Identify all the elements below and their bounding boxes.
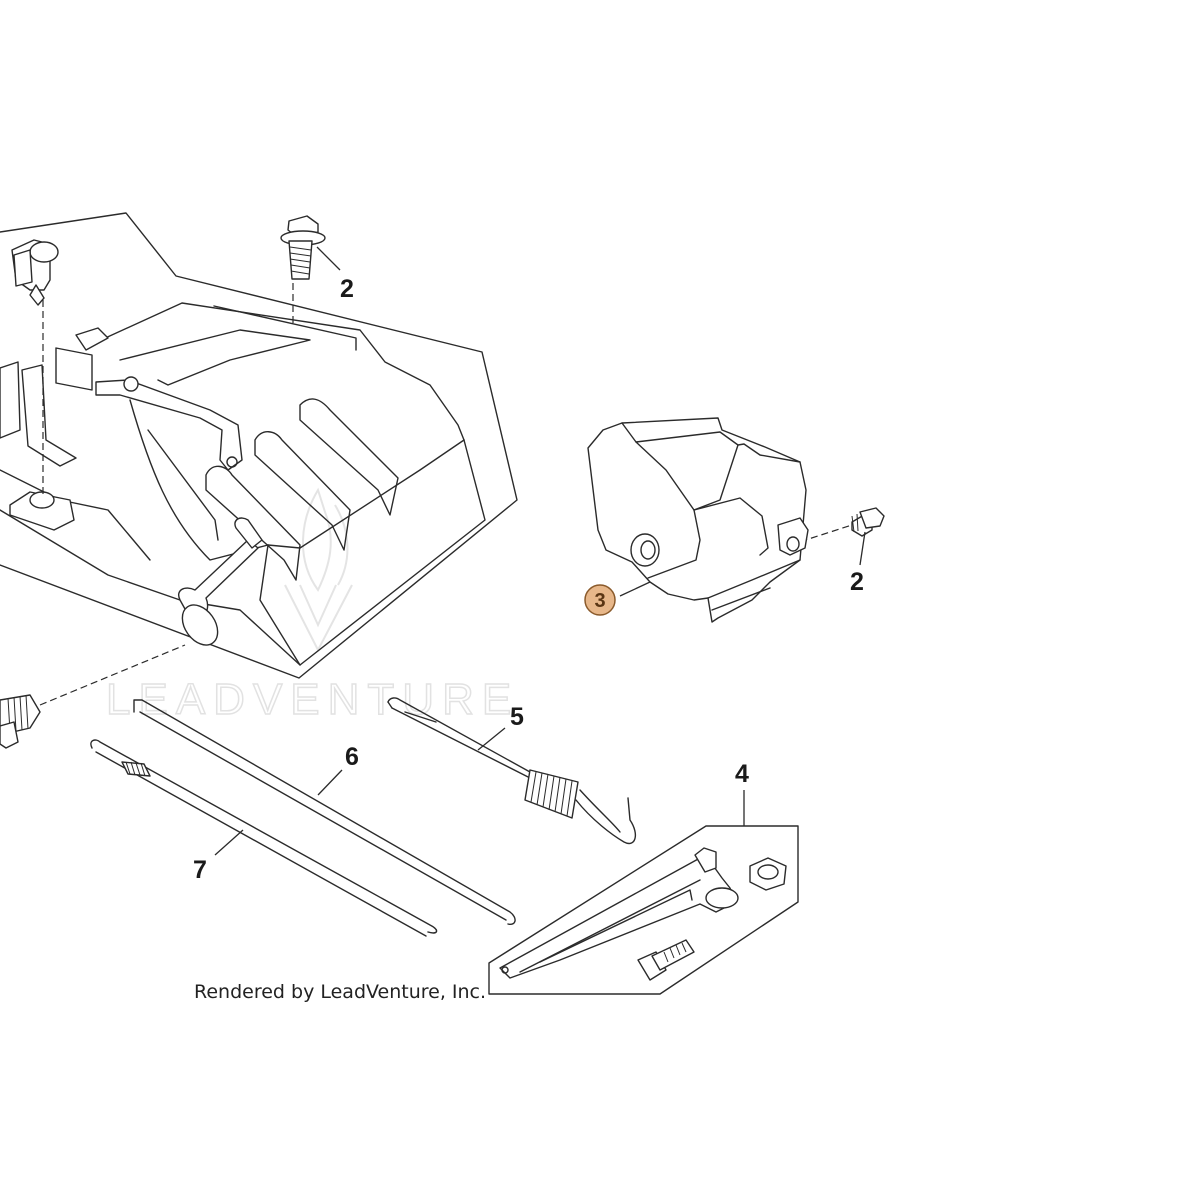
- callout-3[interactable]: 3: [584, 581, 651, 616]
- callout-number: 2: [340, 275, 354, 303]
- spring-rod: [387, 697, 637, 845]
- render-credit: Rendered by LeadVenture, Inc.: [194, 981, 486, 1003]
- watermark: LEADVENTURE: [105, 487, 519, 725]
- callout-number: 4: [735, 760, 749, 788]
- brake-arm-kit: [488, 825, 799, 995]
- callout-4: 4: [735, 760, 749, 826]
- callout-2-top: 2: [316, 246, 354, 303]
- callout-6: 6: [317, 743, 359, 796]
- callout-number: 6: [345, 743, 359, 771]
- assembly-line-pivot: [39, 644, 186, 706]
- highlight-badge[interactable]: [584, 584, 616, 616]
- deflector-cover: [587, 417, 809, 623]
- watermark-text: LEADVENTURE: [106, 675, 519, 724]
- callout-number: 2: [850, 568, 864, 596]
- deck-housing: [0, 212, 518, 679]
- callout-number: 5: [510, 703, 524, 731]
- watermark-logo-icon: [284, 487, 353, 653]
- bolt-lower-left: [0, 694, 41, 749]
- callout-2-right: 2: [850, 531, 866, 596]
- spring-cable: [90, 739, 438, 937]
- flange-bolt-top: [280, 215, 326, 280]
- callout-number: 7: [193, 856, 207, 884]
- control-rod: [133, 699, 516, 926]
- callout-7: 7: [193, 829, 244, 884]
- callout-5: 5: [477, 703, 524, 751]
- callout-number-highlighted[interactable]: 3: [594, 590, 605, 612]
- flange-bolt-right: [851, 507, 885, 537]
- cable-clip: [11, 239, 59, 306]
